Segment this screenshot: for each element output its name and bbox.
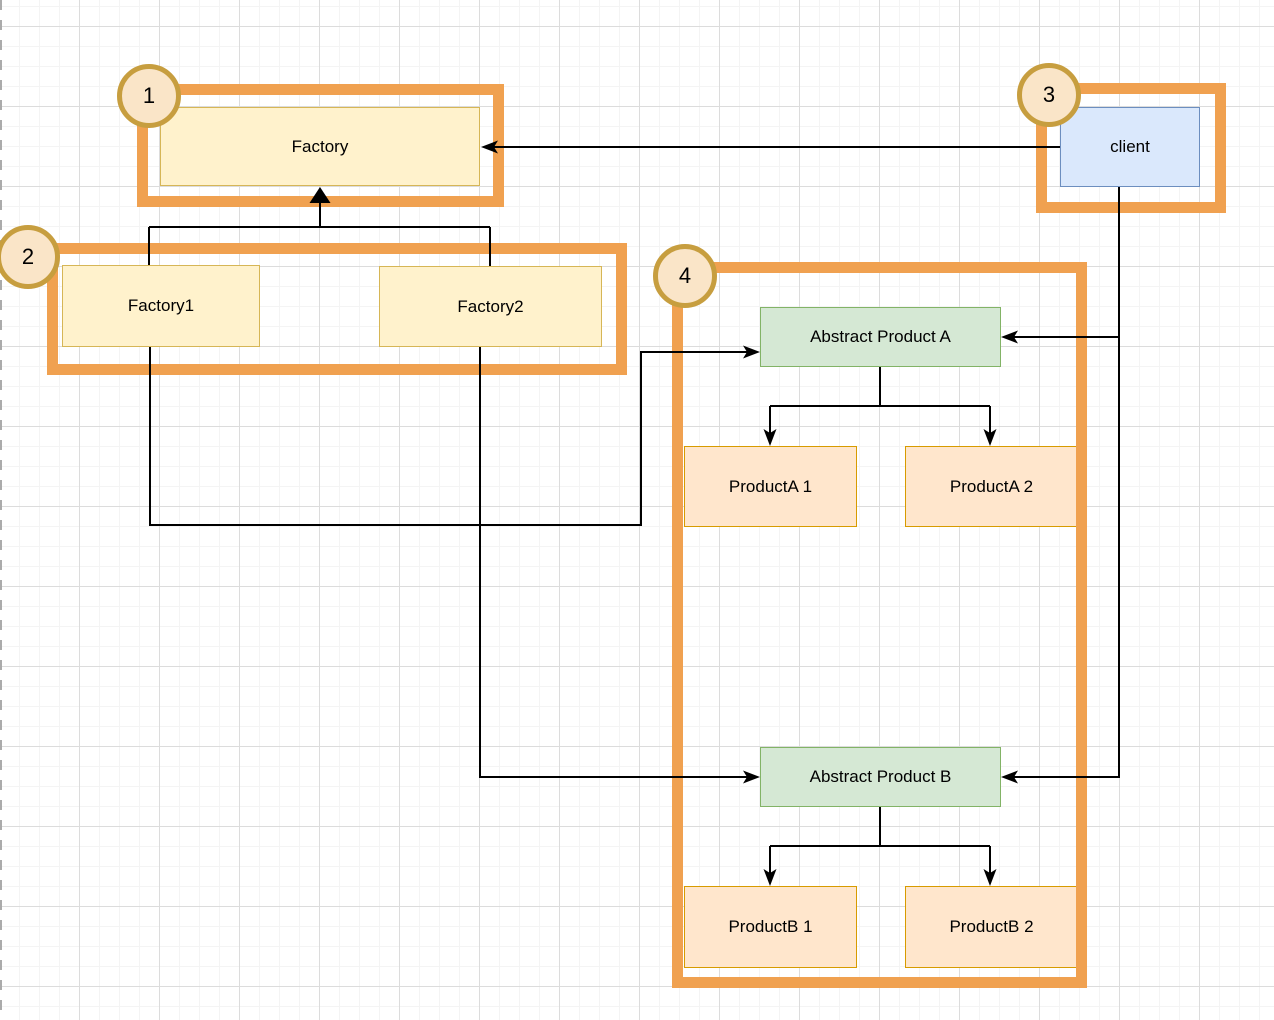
arrowhead-into-product-a1 — [763, 429, 777, 446]
node-abstract-product-b-label: Abstract Product B — [809, 767, 952, 786]
arrowhead-into-product-a2 — [983, 429, 997, 446]
arrowhead-into-abstract-product-a-left — [743, 345, 760, 359]
node-factory-label: Factory — [291, 136, 349, 156]
edge-factory2-to-abstract-product-b[interactable] — [479, 347, 747, 778]
arrowhead-into-factory — [481, 140, 498, 154]
arrowhead-into-abstract-product-b-left — [743, 770, 760, 784]
node-client-label: client — [1110, 137, 1150, 156]
node-factory1[interactable]: Factory1 — [62, 265, 260, 347]
group-2-concrete-factories[interactable] — [47, 243, 627, 375]
group-4-products[interactable] — [672, 262, 1087, 988]
node-client[interactable]: client — [1060, 107, 1200, 187]
arrowhead-into-factory-bottom — [309, 187, 331, 203]
badge-1[interactable]: 1 — [117, 64, 181, 128]
node-factory[interactable]: Factory — [160, 107, 480, 186]
node-product-b2-label: ProductB 2 — [949, 917, 1034, 936]
node-product-b2[interactable]: ProductB 2 — [905, 886, 1078, 968]
node-factory1-label: Factory1 — [127, 296, 195, 315]
node-factory2[interactable]: Factory2 — [379, 266, 602, 347]
badge-3[interactable]: 3 — [1017, 63, 1081, 127]
node-product-a1-label: ProductA 1 — [728, 476, 813, 496]
node-abstract-product-b[interactable]: Abstract Product B — [760, 747, 1001, 807]
node-product-a2-label: ProductA 2 — [949, 476, 1034, 496]
node-product-a2[interactable]: ProductA 2 — [905, 446, 1078, 527]
edge-abstract-b-to-products[interactable] — [769, 807, 991, 873]
node-product-b1[interactable]: ProductB 1 — [684, 886, 857, 968]
arrowhead-into-abstract-product-a-right — [1001, 330, 1018, 344]
edge-factory1-to-abstract-product-a[interactable] — [149, 347, 747, 526]
arrowhead-into-product-b2 — [983, 869, 997, 886]
node-abstract-product-a[interactable]: Abstract Product A — [760, 307, 1001, 367]
node-abstract-product-a-label: Abstract Product A — [810, 327, 951, 346]
arrowhead-into-product-b1 — [763, 869, 777, 886]
edge-client-to-abstract-product-b[interactable] — [1014, 187, 1120, 778]
edge-factories-generalization[interactable] — [148, 203, 491, 266]
page-boundary-dashed-line — [0, 0, 2, 1020]
node-product-a1[interactable]: ProductA 1 — [684, 446, 857, 527]
arrowhead-into-abstract-product-b-right — [1001, 770, 1018, 784]
badge-2[interactable]: 2 — [0, 225, 60, 289]
node-factory2-label: Factory2 — [457, 296, 524, 316]
node-product-b1-label: ProductB 1 — [728, 917, 813, 936]
edge-abstract-a-to-products[interactable] — [769, 367, 991, 433]
badge-4[interactable]: 4 — [653, 244, 717, 308]
